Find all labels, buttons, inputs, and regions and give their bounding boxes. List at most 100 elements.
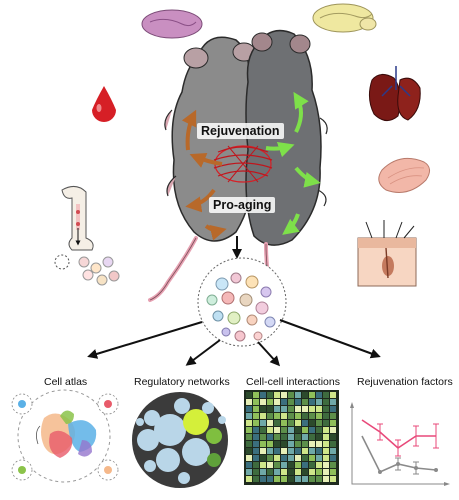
heatmap-cell xyxy=(260,462,266,468)
heatmap-cell xyxy=(253,399,259,405)
heatmap-cell xyxy=(302,476,308,482)
heatmap-cell xyxy=(260,413,266,419)
heatmap-cell xyxy=(302,448,308,454)
heatmap-cell xyxy=(309,406,315,412)
heatmap-cell xyxy=(309,420,315,426)
heatmap-cell xyxy=(295,434,301,440)
heatmap-cell xyxy=(302,441,308,447)
heatmap-cell xyxy=(260,455,266,461)
old-mouse xyxy=(148,36,256,302)
heatmap-cell xyxy=(323,427,329,433)
heatmap-cell xyxy=(274,462,280,468)
regulatory-networks-label: Regulatory networks xyxy=(134,376,230,388)
heatmap-cell xyxy=(274,469,280,475)
heatmap-cell xyxy=(260,399,266,405)
cell-atlas-label: Cell atlas xyxy=(44,376,88,388)
heatmap-cell xyxy=(323,441,329,447)
circle-packing-icon xyxy=(132,392,228,488)
heatmap-cell xyxy=(323,399,329,405)
heatmap-cell xyxy=(274,406,280,412)
heatmap-cell xyxy=(288,399,294,405)
heatmap-cell xyxy=(267,392,273,398)
pro-aging-arrows xyxy=(181,109,227,241)
heatmap-cell xyxy=(316,476,322,482)
heatmap-cell xyxy=(330,406,336,412)
heatmap-cell xyxy=(330,399,336,405)
skin-icon xyxy=(357,220,417,287)
heatmap-cell xyxy=(274,455,280,461)
rejuvenation-label: Rejuvenation xyxy=(197,123,284,139)
heatmap-cell xyxy=(260,441,266,447)
heatmap-cell xyxy=(253,406,259,412)
heatmap-cell xyxy=(323,455,329,461)
heatmap-cell xyxy=(316,448,322,454)
heatmap-cell xyxy=(295,469,301,475)
heatmap-cell xyxy=(330,427,336,433)
heatmap-cell xyxy=(309,469,315,475)
heatmap-cell xyxy=(302,399,308,405)
heatmap-cell xyxy=(323,413,329,419)
heatmap-cell xyxy=(330,413,336,419)
heatmap-cell xyxy=(274,441,280,447)
hsc-cells xyxy=(54,254,120,286)
heatmap-cell xyxy=(330,455,336,461)
heatmap-cell xyxy=(323,392,329,398)
heatmap-cell xyxy=(302,392,308,398)
heatmap-cell xyxy=(323,406,329,412)
heatmap-cell xyxy=(288,392,294,398)
heatmap-cell xyxy=(288,476,294,482)
heatmap-cell xyxy=(295,392,301,398)
heatmap-cell xyxy=(253,427,259,433)
heatmap-cell xyxy=(267,420,273,426)
heatmap-cell xyxy=(281,476,287,482)
umap-cluster-icon xyxy=(11,389,119,483)
heatmap-cell xyxy=(281,406,287,412)
heatmap-cell xyxy=(274,420,280,426)
heatmap-cell xyxy=(267,448,273,454)
heatmap-cell xyxy=(302,455,308,461)
heatmap-cell xyxy=(274,413,280,419)
heatmap-cell xyxy=(267,476,273,482)
heatmap-cell xyxy=(330,469,336,475)
heatmap-cell xyxy=(302,413,308,419)
heatmap-cell xyxy=(253,462,259,468)
heatmap-cell xyxy=(295,427,301,433)
heatmap-cell xyxy=(246,455,252,461)
heatmap-cell xyxy=(309,455,315,461)
heatmap-cell xyxy=(316,413,322,419)
heatmap-cell xyxy=(260,434,266,440)
heatmap-cell xyxy=(302,427,308,433)
heatmap-cell xyxy=(281,462,287,468)
heatmap-cell xyxy=(330,392,336,398)
heatmap-cell xyxy=(281,434,287,440)
heatmap-cell xyxy=(267,455,273,461)
heatmap-cell xyxy=(316,441,322,447)
heatmap-cell xyxy=(267,399,273,405)
single-cell-pool xyxy=(197,257,287,347)
heatmap-cell xyxy=(316,427,322,433)
heatmap-cell xyxy=(309,427,315,433)
heatmap-cell xyxy=(309,392,315,398)
series-pink xyxy=(361,419,439,457)
heatmap-cell xyxy=(260,420,266,426)
heatmap-cell xyxy=(295,399,301,405)
heatmap-cell xyxy=(274,392,280,398)
heatmap-cell xyxy=(330,441,336,447)
heatmap-cell xyxy=(267,406,273,412)
heatmap-cell xyxy=(246,448,252,454)
heatmap-cell xyxy=(295,476,301,482)
heatmap-cell xyxy=(309,448,315,454)
heatmap-cell xyxy=(246,420,252,426)
heatmap-cell xyxy=(302,420,308,426)
heatmap-cell xyxy=(267,427,273,433)
heatmap-cell xyxy=(330,462,336,468)
heatmap-cell xyxy=(246,434,252,440)
heatmap-cell xyxy=(246,392,252,398)
heatmap-cell xyxy=(246,406,252,412)
heatmap-cell xyxy=(295,448,301,454)
heatmap-cell xyxy=(253,392,259,398)
heatmap-cell xyxy=(246,469,252,475)
bone-marrow-icon xyxy=(54,186,120,286)
heatmap-cell xyxy=(309,413,315,419)
